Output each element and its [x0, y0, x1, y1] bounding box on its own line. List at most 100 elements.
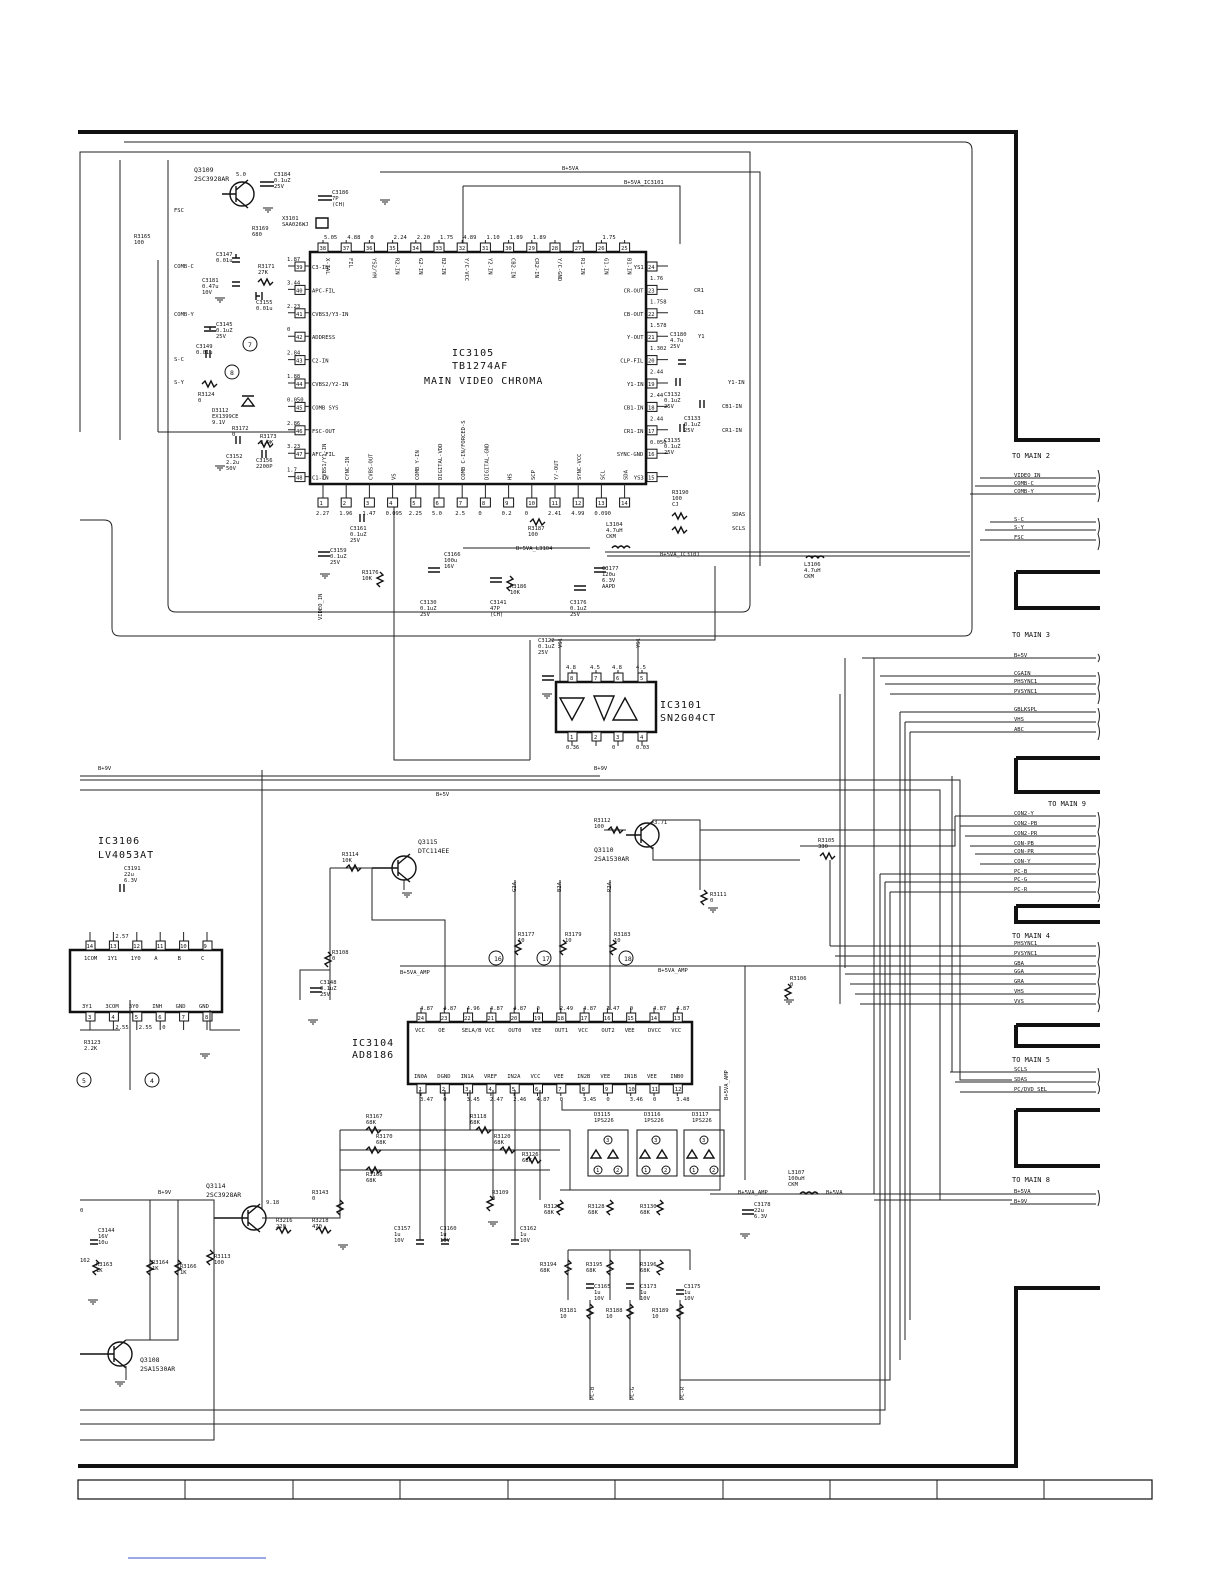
- transistor-voltage: 3.71: [654, 820, 667, 826]
- pin-number: 47: [296, 452, 303, 458]
- vertical-net-labels: VIDEO_IN VS1 YS1 G2A B2A R2A PC-B PC-G P…: [318, 594, 730, 1401]
- connector-signal: ABC: [1014, 727, 1024, 733]
- component-value: 120u: [602, 572, 615, 578]
- pin-label: CR1-IN: [624, 429, 644, 435]
- component-value: CKM: [788, 1182, 799, 1188]
- connector-signal: VVS: [1014, 999, 1024, 1005]
- connector-signal: CON-PB: [1014, 841, 1035, 847]
- component-ref: L3107: [788, 1170, 805, 1176]
- component-ref: C3135: [664, 438, 681, 444]
- ground-symbols: [88, 199, 794, 1387]
- component-ref: C3184: [274, 172, 291, 178]
- component-value: 1K: [96, 1268, 103, 1274]
- component-ref: C3149: [196, 344, 213, 350]
- pin-number: 32: [459, 246, 466, 252]
- pin-voltage: 3.47: [606, 1006, 619, 1012]
- pin-number: 36: [366, 246, 373, 252]
- component-value: 680: [252, 232, 262, 238]
- component-value: 1PS226: [692, 1118, 712, 1124]
- test-point-label: 18: [624, 955, 632, 963]
- component-value: 1u: [684, 1290, 691, 1296]
- pin-number: 5: [640, 676, 643, 682]
- pin-number: 4: [389, 501, 393, 507]
- pin-number: 4: [488, 1087, 492, 1093]
- pin-voltage: 0: [606, 1097, 609, 1103]
- pin-number: 5: [135, 1015, 138, 1021]
- pin-number: 23: [648, 288, 655, 294]
- component-ref: R3128: [588, 1204, 605, 1210]
- pin-label: IN1B: [624, 1074, 638, 1080]
- component-ref: L3106: [804, 562, 821, 568]
- component-ref: R3114: [342, 852, 359, 858]
- pin-voltage: 2.24: [394, 235, 408, 241]
- component-ref: C3162: [520, 1226, 537, 1232]
- component-value: 10V: [640, 1296, 651, 1302]
- pin-voltage: 2.57: [115, 934, 128, 940]
- component-value: 27K: [258, 270, 269, 276]
- pin-voltage: 4.87: [420, 1006, 433, 1012]
- pin-voltage: 1.76: [650, 276, 663, 282]
- pin-label: CVBS2/Y2-IN: [312, 382, 348, 388]
- component-value: 10: [518, 938, 525, 944]
- pin-voltage: 0.090: [594, 511, 611, 517]
- component-ref: C3178: [754, 1202, 771, 1208]
- pin-voltage: 2.86: [287, 421, 300, 427]
- pin-voltage: 1.89: [510, 235, 523, 241]
- pin-voltage: 0: [630, 1006, 633, 1012]
- transistor-voltage: 5.0: [236, 172, 246, 178]
- component-value: AAPD: [602, 584, 615, 590]
- pin-number: 23: [441, 1016, 448, 1022]
- component-value: 0.1uZ: [684, 422, 701, 428]
- pin-label: CB-OUT: [624, 312, 645, 318]
- test-point-label: 5: [82, 1077, 86, 1085]
- pin-voltage: 3.47: [420, 1097, 433, 1103]
- component-ref: C3147: [216, 252, 233, 258]
- component-value: 0.1uZ: [664, 444, 681, 450]
- component-ref: R3112: [594, 818, 611, 824]
- ic3105-block: 38X-TAL5.0537FIL4.8836YS2/YM035R2-IN2.24…: [287, 235, 668, 517]
- pin-voltage: 4.5: [636, 665, 646, 671]
- net-label: B+9V: [158, 1190, 172, 1196]
- component-value: 10: [560, 1314, 567, 1320]
- connector-signal: PHSYNC1: [1014, 679, 1037, 685]
- pin-label: DIGITAL-VDD: [438, 444, 444, 480]
- pin-voltage: 4.87: [583, 1006, 596, 1012]
- pin-label: Y/-OUT: [554, 459, 560, 480]
- component-value: 22u: [754, 1208, 764, 1214]
- component-value: 0.47u: [202, 284, 219, 290]
- pin-number: 12: [575, 501, 582, 507]
- pin-voltage: 1.47: [362, 511, 375, 517]
- pin-voltage: 4.8: [566, 665, 576, 671]
- pin-label: C1-IN: [312, 476, 329, 482]
- component-ref: R3111: [710, 892, 727, 898]
- pin-voltage: 0.2: [502, 511, 512, 517]
- component-value: 0.01u: [256, 306, 273, 312]
- connector-title: TO MAIN 4: [1012, 932, 1050, 940]
- test-point-icon: [242, 336, 258, 352]
- component-value: 0.1uZ: [570, 606, 587, 612]
- net-label: PC-R: [680, 1386, 686, 1400]
- component-ref: R3183: [614, 932, 631, 938]
- pin-label: YS1: [634, 265, 644, 271]
- component-value: 0.01u: [196, 350, 213, 356]
- component-value: 6.3V: [124, 878, 138, 884]
- pin-label: Y/C-GND: [556, 258, 562, 281]
- component-value: 4.7uH: [606, 528, 623, 534]
- component-value: 0: [492, 1196, 495, 1202]
- pin-voltage: 1.10: [486, 235, 499, 241]
- component-ref: C3122: [538, 638, 555, 644]
- pin-number: 14: [651, 1016, 658, 1022]
- component-ref: C3156: [256, 458, 273, 464]
- connector-signal: CON2-PB: [1014, 821, 1038, 827]
- pin-number: 42: [296, 335, 303, 341]
- component-ref: C3177: [602, 566, 619, 572]
- component-value: 25V: [570, 612, 581, 618]
- component-ref: R3171: [258, 264, 275, 270]
- net-label: B+9V: [594, 766, 608, 772]
- pin-voltage: 2.20: [417, 235, 430, 241]
- test-point-label: 4: [150, 1077, 154, 1085]
- component-ref: R3143: [312, 1190, 329, 1196]
- component-value: 1u: [394, 1232, 401, 1238]
- component-ref: C3145: [216, 322, 233, 328]
